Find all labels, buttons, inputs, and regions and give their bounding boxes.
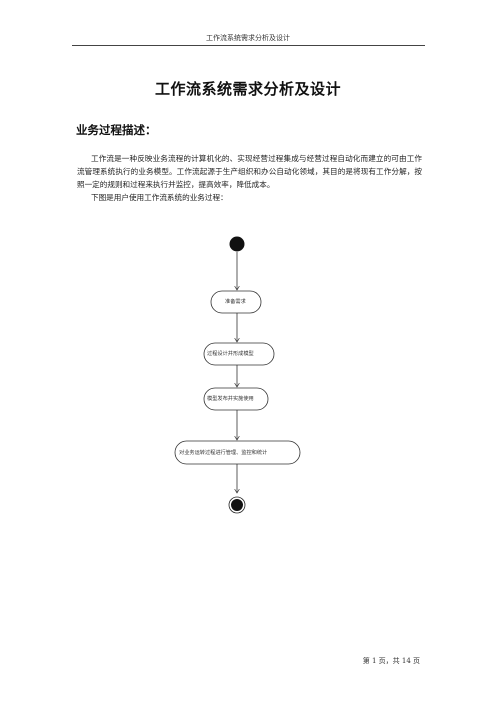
page-header: 工作流系统需求分析及设计 (206, 34, 290, 42)
activity-label: 准备需求 (225, 299, 246, 305)
header-rule (72, 45, 425, 46)
activity-node-process-design (203, 342, 275, 366)
document-title: 工作流系统需求分析及设计 (154, 80, 341, 98)
activity-node-manage-monitor (174, 440, 301, 465)
diagram-intro-paragraph: 下图是用户使用工作流系统的业务过程： (91, 193, 228, 202)
intro-paragraph: 工作流是一种反映业务流程的计算机化的、实现经营过程集成与经营过程自动化而建立的可… (77, 154, 422, 189)
page-footer: 第 1 页，共 14 页 (362, 657, 420, 665)
section-heading: 业务过程描述： (76, 123, 157, 137)
activity-label: 过程设计并形成模型 (207, 351, 254, 357)
activity-node-model-publish (203, 387, 269, 411)
start-node (229, 236, 245, 252)
end-node-inner (231, 499, 243, 511)
activity-node-prepare-requirements (210, 290, 262, 314)
activity-label: 对业务运转过程进行管理、监控和统计 (179, 450, 268, 456)
activity-label: 模型发布并实施使用 (207, 396, 254, 402)
